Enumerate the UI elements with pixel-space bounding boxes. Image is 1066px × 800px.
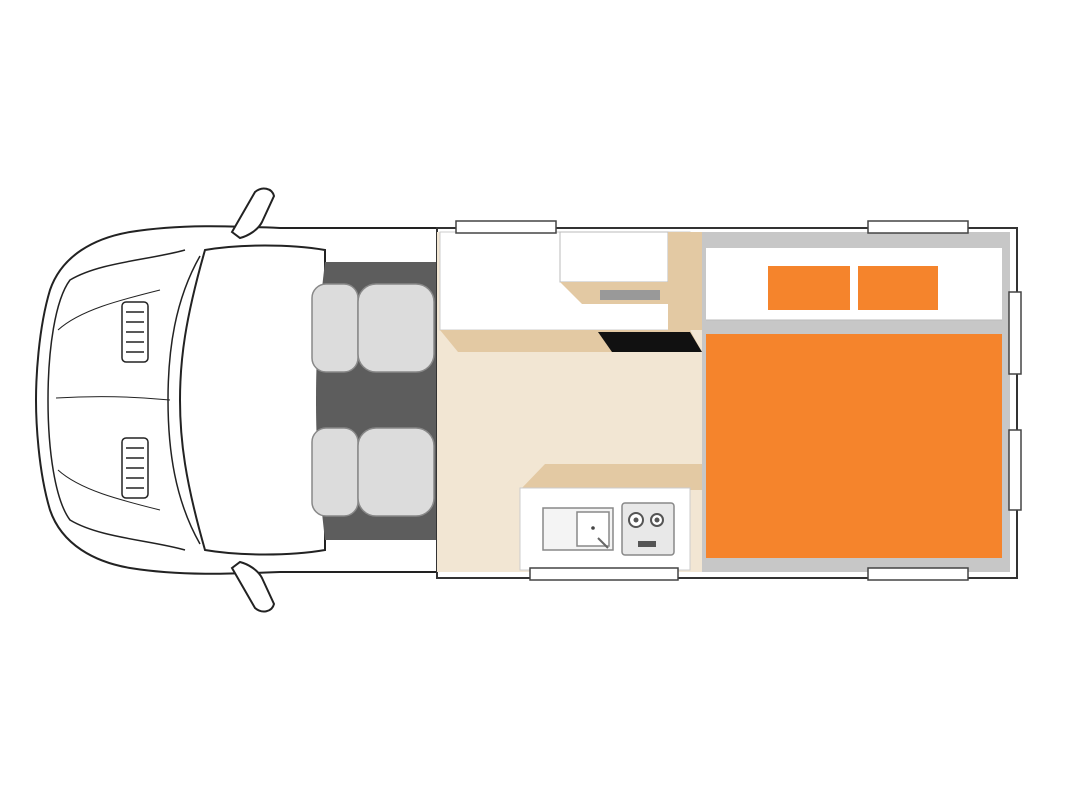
bonnet-line-1 [57,289,161,331]
bonnet-line-3 [55,396,171,401]
window-bottom-2 [867,567,969,581]
right-mirror [230,560,276,613]
driver-cab [34,187,438,613]
windscreen [178,244,326,556]
window-top-1 [455,220,557,234]
bonnet-vent-lower [121,437,149,499]
microwave-panel [600,290,660,300]
mattress [706,334,1002,558]
window-top-2 [867,220,969,234]
pillow-right [858,266,938,310]
counter-appliance [598,332,702,352]
lower-counter-top [520,464,702,490]
front-seat-upper [311,283,435,373]
window-bottom-1 [529,567,679,581]
bonnet-line-2 [57,469,161,511]
bonnet-vent-upper [121,301,149,363]
bonnet [47,249,186,551]
cooktop [621,502,675,556]
bed-headboard [706,248,1002,320]
sink [542,507,614,551]
a-pillar-top [167,255,201,401]
pillow-left [768,266,850,310]
front-seat-lower [311,427,435,517]
window-rear-1 [1008,291,1022,375]
microwave [559,231,669,283]
living-area [436,220,1022,581]
window-rear-2 [1008,429,1022,511]
fridge [668,232,702,330]
a-pillar-bottom [167,399,201,545]
left-mirror [230,187,276,240]
